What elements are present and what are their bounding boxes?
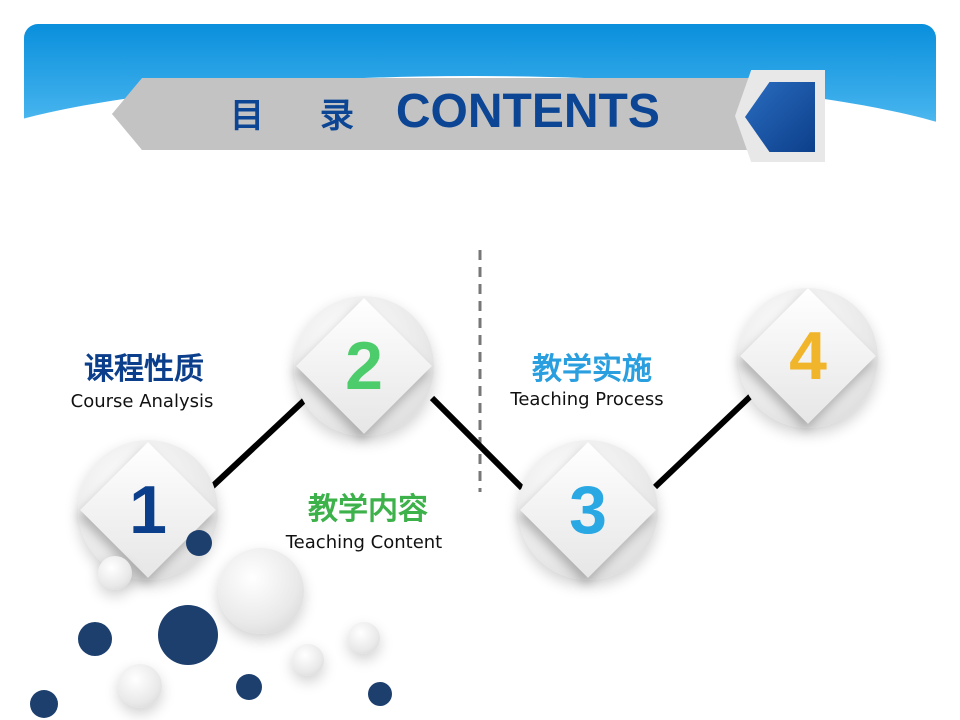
item-2-title-cn: 教学内容 <box>308 492 428 527</box>
decor-bubble <box>98 556 132 590</box>
decor-dot <box>368 682 392 706</box>
decor-bubble <box>218 548 304 634</box>
decor-dot <box>78 622 112 656</box>
zigzag-line <box>197 392 313 501</box>
zigzag-line <box>429 395 525 491</box>
decor-bubble <box>348 622 380 654</box>
item-1-title-en: Course Analysis <box>70 391 214 412</box>
item-3-number: 3 <box>569 472 607 548</box>
zigzag-line <box>652 389 758 490</box>
item-3-title-en: Teaching Process <box>510 389 664 410</box>
item-1-title-cn: 课程性质 <box>84 352 204 387</box>
decor-bubble <box>292 644 324 676</box>
decor-bubble <box>118 664 162 708</box>
decor-dot <box>186 530 212 556</box>
item-2-title-en: Teaching Content <box>285 532 443 553</box>
item-4-number: 4 <box>789 318 827 394</box>
item-1-number: 1 <box>129 472 167 548</box>
page-title: 目 录 CONTENTS <box>230 82 660 142</box>
decor-dot <box>30 690 58 718</box>
title-en: CONTENTS <box>395 85 660 138</box>
decor-dot <box>236 674 262 700</box>
decor-dot <box>158 605 218 665</box>
title-cn: 目 录 <box>230 96 376 136</box>
item-2-number: 2 <box>345 328 383 404</box>
item-3-title-cn: 教学实施 <box>532 352 652 387</box>
title-banner <box>112 78 802 150</box>
